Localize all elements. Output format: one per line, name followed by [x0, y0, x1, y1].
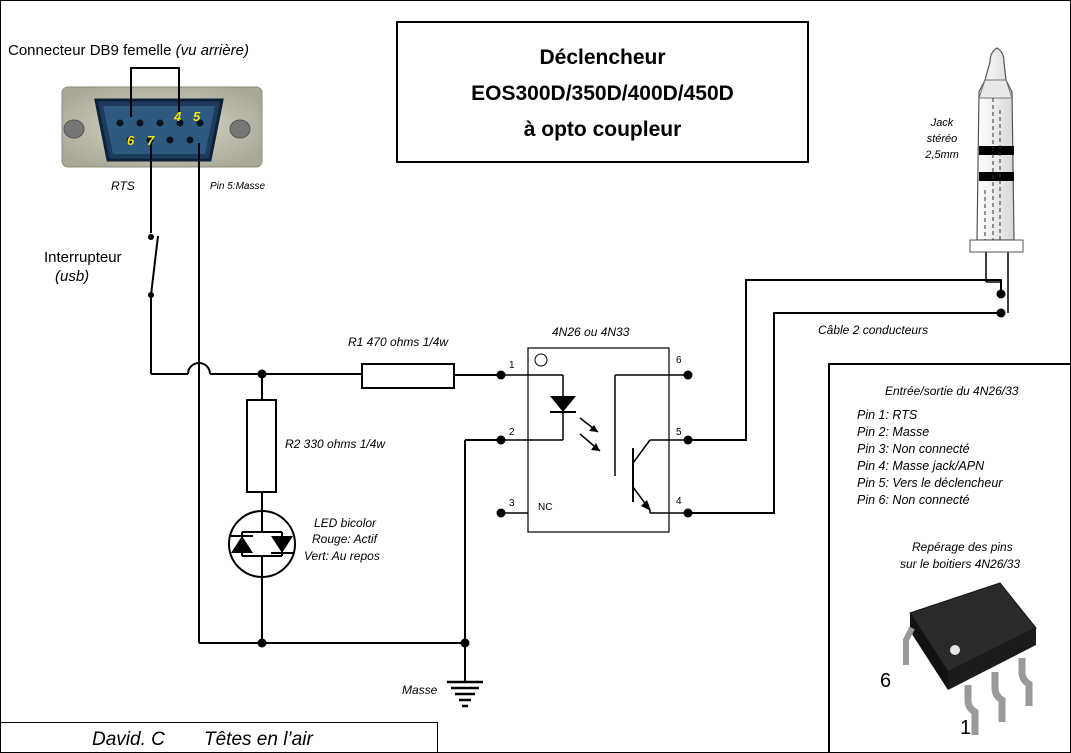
pin-table-row: Pin 3: Non connecté	[857, 442, 970, 456]
ic-pin-1: 1	[509, 360, 515, 371]
cable-wire-trigger	[688, 279, 1002, 441]
pin-number-7: 7	[147, 133, 155, 148]
r2-label: R2 330 ohms 1/4w	[285, 437, 386, 451]
ic-pin-4: 4	[676, 496, 682, 507]
pin-table-row: Pin 6: Non connecté	[857, 493, 970, 507]
jack-label-2: stéréo	[926, 133, 958, 145]
pin-table-list: Pin 1: RTS Pin 2: Masse Pin 3: Non conne…	[857, 407, 1002, 509]
pin-table-row: Pin 5: Vers le déclencheur	[857, 476, 1003, 490]
title-box: Déclencheur EOS300D/350D/400D/450D à opt…	[396, 21, 809, 163]
footer-author: David. C	[92, 729, 165, 750]
title-line-1: Déclencheur	[539, 46, 666, 69]
title-line-3: à opto coupleur	[523, 118, 682, 141]
footer-site: Têtes en l’air	[204, 729, 313, 750]
jack-label-1: Jack	[930, 117, 954, 129]
switch-note: (usb)	[55, 268, 90, 285]
pin-number-6: 6	[127, 133, 135, 148]
package-title-2: sur le boitiers 4N26/33	[900, 557, 1021, 571]
ic-pin-3: 3	[509, 498, 515, 509]
pin-table-row: Pin 2: Masse	[857, 425, 930, 439]
led-bicolor-symbol	[228, 510, 296, 578]
pin-info-panel: Entrée/sortie du 4N26/33 Pin 1: RTS Pin …	[828, 363, 1071, 753]
package-title-1: Repérage des pins	[912, 540, 1013, 554]
pin-table-title: Entrée/sortie du 4N26/33	[885, 384, 1019, 398]
ic-pin-2: 2	[509, 427, 515, 438]
ground-label: Masse	[402, 683, 438, 697]
connector-label-note: (vu arrière)	[175, 42, 249, 59]
switch-symbol	[148, 234, 159, 298]
connector-label-main: Connecteur DB9 femelle	[8, 42, 172, 59]
led-green-label: Vert: Au repos	[304, 549, 380, 563]
package-pin1-label: 1	[960, 717, 972, 739]
pin-bridge-wire	[130, 67, 180, 117]
package-pin6-label: 6	[880, 670, 892, 692]
optocoupler-ic	[501, 347, 688, 533]
db9-connector	[61, 86, 263, 168]
mount-hole-right	[229, 119, 251, 139]
ic-pin-6: 6	[676, 355, 682, 366]
switch-label: Interrupteur	[44, 249, 122, 266]
optocoupler-name: 4N26 ou 4N33	[552, 325, 630, 339]
pin-number-4: 4	[174, 109, 182, 124]
cable-wire-ground	[688, 312, 1001, 514]
r1-resistor	[361, 363, 455, 389]
led-red-label: Rouge: Actif	[312, 532, 377, 546]
title-line-2: EOS300D/350D/400D/450D	[471, 82, 734, 105]
footer: David. C Têtes en l’air	[0, 722, 438, 753]
ic-pin-5: 5	[676, 427, 682, 438]
pin-table-row: Pin 4: Masse jack/APN	[857, 459, 985, 473]
pin-number-5: 5	[193, 109, 201, 124]
connector-label: Connecteur DB9 femelle (vu arrière)	[8, 43, 249, 58]
led-label: LED bicolor	[314, 516, 377, 530]
ic-package-illustration	[903, 582, 1037, 735]
pin5-masse-label: Pin 5:Masse	[210, 181, 266, 192]
jack-plug	[969, 47, 1024, 253]
rts-label: RTS	[111, 179, 135, 193]
r1-label: R1 470 ohms 1/4w	[348, 335, 449, 349]
jack-label-3: 2,5mm	[925, 149, 959, 161]
ground-symbol	[447, 680, 483, 708]
pin-table-row: Pin 1: RTS	[857, 408, 918, 422]
mount-hole-left	[63, 119, 85, 139]
nc-label: NC	[538, 502, 553, 513]
cable-label: Câble 2 conducteurs	[818, 323, 929, 337]
r2-resistor	[246, 399, 277, 493]
